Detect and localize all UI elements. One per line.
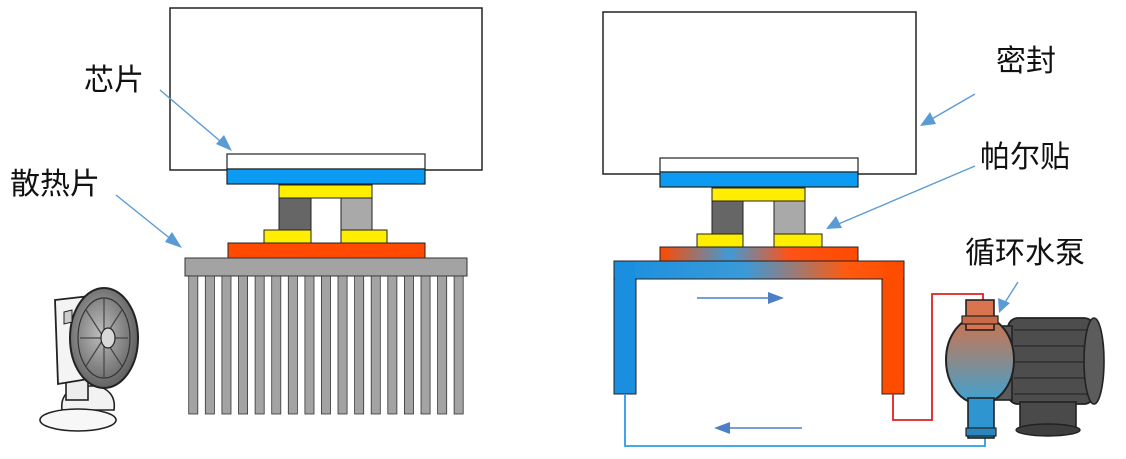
heatsink-fin: [271, 275, 282, 415]
chip-blue-layer: [226, 168, 426, 185]
peltier-dark-pillar-2: [711, 200, 744, 235]
return-tube-cold: [624, 394, 986, 447]
heatsink-base: [184, 257, 468, 277]
air-cooling-assembly: [39, 7, 483, 432]
flow-arrow-right-head: [768, 292, 784, 304]
peltier-arrow-head: [826, 216, 842, 229]
heatsink-label: 散热片: [10, 167, 100, 202]
heatsink-fin: [254, 275, 265, 415]
peltier-bottom-yellow-right: [340, 229, 388, 244]
heatsink-fin: [320, 275, 331, 415]
heatsink-fin: [403, 275, 414, 415]
coolant-channel-left: [613, 278, 637, 395]
heatsink-fin: [437, 275, 448, 415]
sealed-box: [602, 11, 917, 175]
heatsink-fin: [387, 275, 398, 415]
water-cooling-assembly: [602, 11, 1105, 447]
seal-label: 密封: [996, 44, 1056, 79]
heatsink-pointer-arrow: [115, 194, 173, 241]
chip-white-layer-2: [659, 157, 859, 173]
chip-arrow-head: [216, 135, 232, 151]
peltier-bottom-yellow-left: [263, 229, 312, 244]
chip-label: 芯片: [84, 63, 144, 98]
heatsink-fin: [238, 275, 249, 415]
heatsink-arrow-head: [165, 232, 182, 248]
peltier-light-pillar: [340, 197, 373, 231]
chip-blue-layer-2: [659, 171, 859, 188]
heatsink-fin: [188, 275, 199, 415]
heatsink-fin: [304, 275, 315, 415]
heatsink-fin: [354, 275, 365, 415]
pump-icon: [945, 299, 1105, 439]
peltier-dark-pillar: [278, 197, 312, 231]
heatsink-fin: [337, 275, 348, 415]
pump-label: 循环水泵: [965, 236, 1085, 271]
hot-plate-2: [659, 246, 859, 262]
peltier-label: 帕尔贴: [980, 140, 1070, 175]
chip-pointer-arrow: [159, 89, 227, 147]
seal-arrow-head: [920, 112, 936, 126]
heatsink-fin: [420, 275, 431, 415]
heatsink-fin: [453, 275, 464, 415]
peltier-top-yellow: [278, 184, 373, 199]
fan-icon: [39, 287, 139, 432]
heatsink-fin: [287, 275, 298, 415]
heatsink-fin: [221, 275, 232, 415]
pump-arrow-head: [998, 298, 1010, 313]
heatsink-fin: [204, 275, 215, 415]
device-box: [169, 7, 483, 171]
peltier-bottom-yellow-left-2: [696, 233, 744, 248]
peltier-bottom-yellow-right-2: [773, 233, 823, 248]
peltier-top-yellow-2: [711, 187, 806, 202]
heatsink-fins: [188, 275, 464, 415]
peltier-light-pillar-2: [773, 200, 806, 235]
hot-plate: [227, 242, 426, 259]
peltier-pointer-arrow: [835, 165, 976, 226]
coolant-channel-top: [613, 260, 905, 280]
hot-tube: [892, 293, 984, 421]
flow-arrow-left-head: [714, 422, 730, 434]
coolant-channel-right: [881, 278, 905, 395]
seal-pointer-arrow: [929, 93, 976, 121]
heatsink: [184, 257, 468, 415]
pump-pointer-arrow: [1003, 281, 1019, 305]
chip-white-layer: [226, 153, 426, 170]
heatsink-fin: [370, 275, 381, 415]
